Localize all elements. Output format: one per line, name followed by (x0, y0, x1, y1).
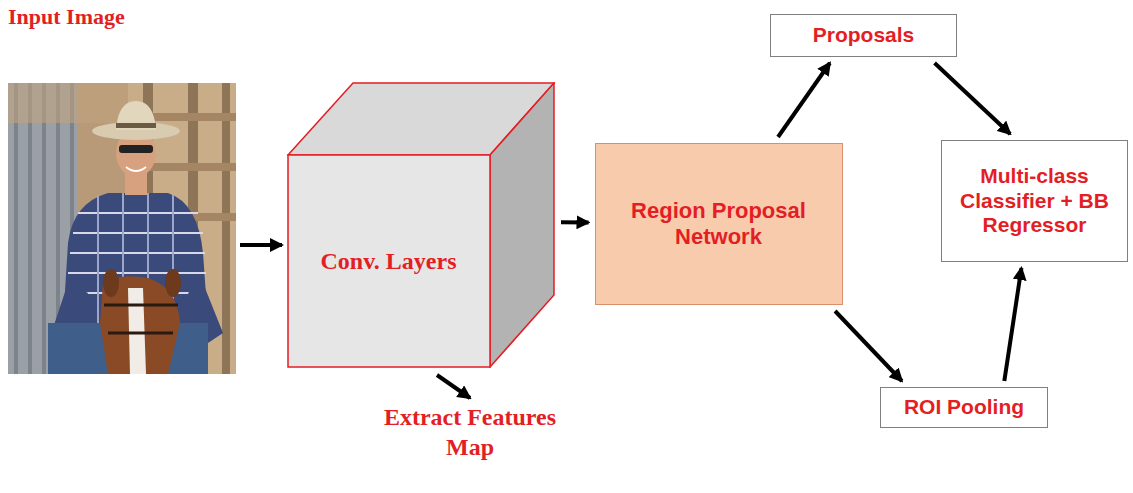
text-group: ROI Pooling (904, 395, 1024, 420)
caption-label: Extract Features Map (372, 402, 568, 462)
node-text: Multi-class Classifier + BB Regressor (942, 164, 1127, 238)
node-text: ROI Pooling (904, 395, 1024, 420)
process-box: ROI Pooling (880, 387, 1048, 428)
node-text: Conv. Layers (320, 247, 456, 276)
flow-arrow (935, 63, 1011, 134)
output-box: Multi-class Classifier + BB Regressor (941, 140, 1128, 262)
heading-label: Input Image (8, 3, 168, 31)
cube-face: Conv. Layers (287, 155, 490, 368)
cube-outline (287, 82, 555, 368)
output-box: Proposals (770, 14, 957, 57)
text-group: Conv. Layers (320, 247, 456, 276)
process-box: Region Proposal Network (595, 143, 843, 305)
input-arrow (240, 243, 282, 247)
node-text: Region Proposal Network (596, 198, 842, 250)
node-text: Proposals (813, 23, 915, 48)
text-group: Region Proposal Network (596, 198, 842, 250)
cube-side (490, 83, 554, 367)
flow-arrow (561, 220, 589, 224)
input-photo (8, 83, 236, 374)
flow-arrow (835, 311, 902, 381)
leader-arrow (437, 375, 470, 398)
text-group: Proposals (813, 23, 915, 48)
text-group: Multi-class Classifier + BB Regressor (942, 164, 1127, 238)
flow-arrow (778, 63, 830, 137)
conv-cube: Conv. Layers (287, 82, 555, 368)
flow-arrow (1004, 268, 1021, 381)
cube-front (288, 155, 490, 367)
